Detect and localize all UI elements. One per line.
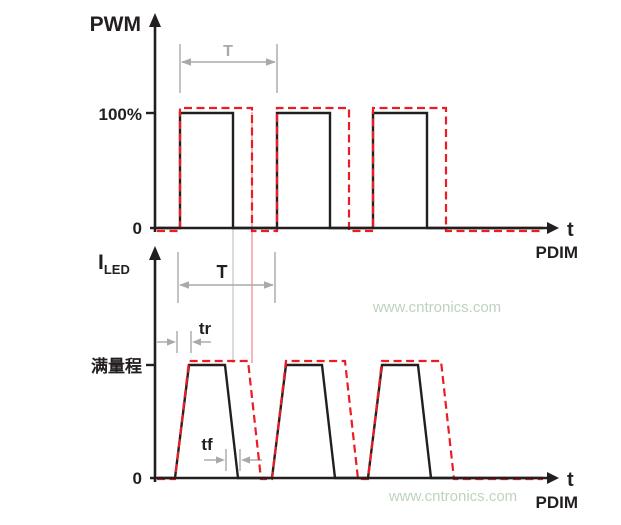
period-dimension-arrow-right — [266, 58, 276, 66]
rise-time-arrow-right — [192, 338, 201, 346]
iled-pdim-label: PDIM — [536, 493, 579, 512]
iled-axis-label-main: I — [98, 251, 104, 274]
iled-x-axis-arrow — [547, 472, 559, 484]
period-dimension-arrow-right — [264, 281, 274, 289]
watermark: www.cntronics.com — [372, 299, 501, 316]
pwm-x-axis-arrow — [547, 222, 559, 234]
fall-time-label: tf — [201, 435, 213, 454]
iled-period-label: T — [217, 262, 228, 282]
full-scale-label: 满量程 — [91, 356, 142, 376]
pwm-axis-label: PWM — [90, 13, 141, 36]
pwm-solid-waveform — [157, 111, 543, 230]
pwm-period-label: T — [223, 43, 233, 60]
iled-axis-label: ILED — [98, 251, 130, 277]
watermark: www.cntronics.com — [388, 488, 517, 505]
pwm-100-label: 100% — [99, 105, 142, 124]
iled-axis-label-sub: LED — [104, 262, 130, 277]
iled-zero-label: 0 — [133, 469, 142, 488]
iled-time-label: t — [567, 469, 574, 491]
iled-dashed-waveform — [157, 359, 543, 481]
top-chart: T PWM 100% 0 t PDIM — [90, 13, 578, 262]
bottom-chart: T tr tf I — [91, 246, 578, 512]
alignment-lines — [232, 112, 253, 363]
rise-time-label: tr — [199, 319, 212, 338]
pwm-zero-label: 0 — [133, 219, 142, 238]
fall-time-arrow-right — [241, 456, 250, 464]
iled-solid-waveform — [157, 363, 543, 480]
iled-y-axis-arrow — [149, 246, 161, 260]
pwm-pdim-label: PDIM — [536, 243, 579, 262]
pwm-y-axis-arrow — [149, 13, 161, 27]
period-dimension-arrow-left — [181, 58, 191, 66]
period-dimension-arrow-left — [179, 281, 189, 289]
pwm-time-label: t — [567, 219, 574, 241]
pwm-dashed-waveform — [157, 106, 543, 233]
fall-time-arrow-left — [216, 456, 225, 464]
rise-time-arrow-left — [167, 338, 176, 346]
